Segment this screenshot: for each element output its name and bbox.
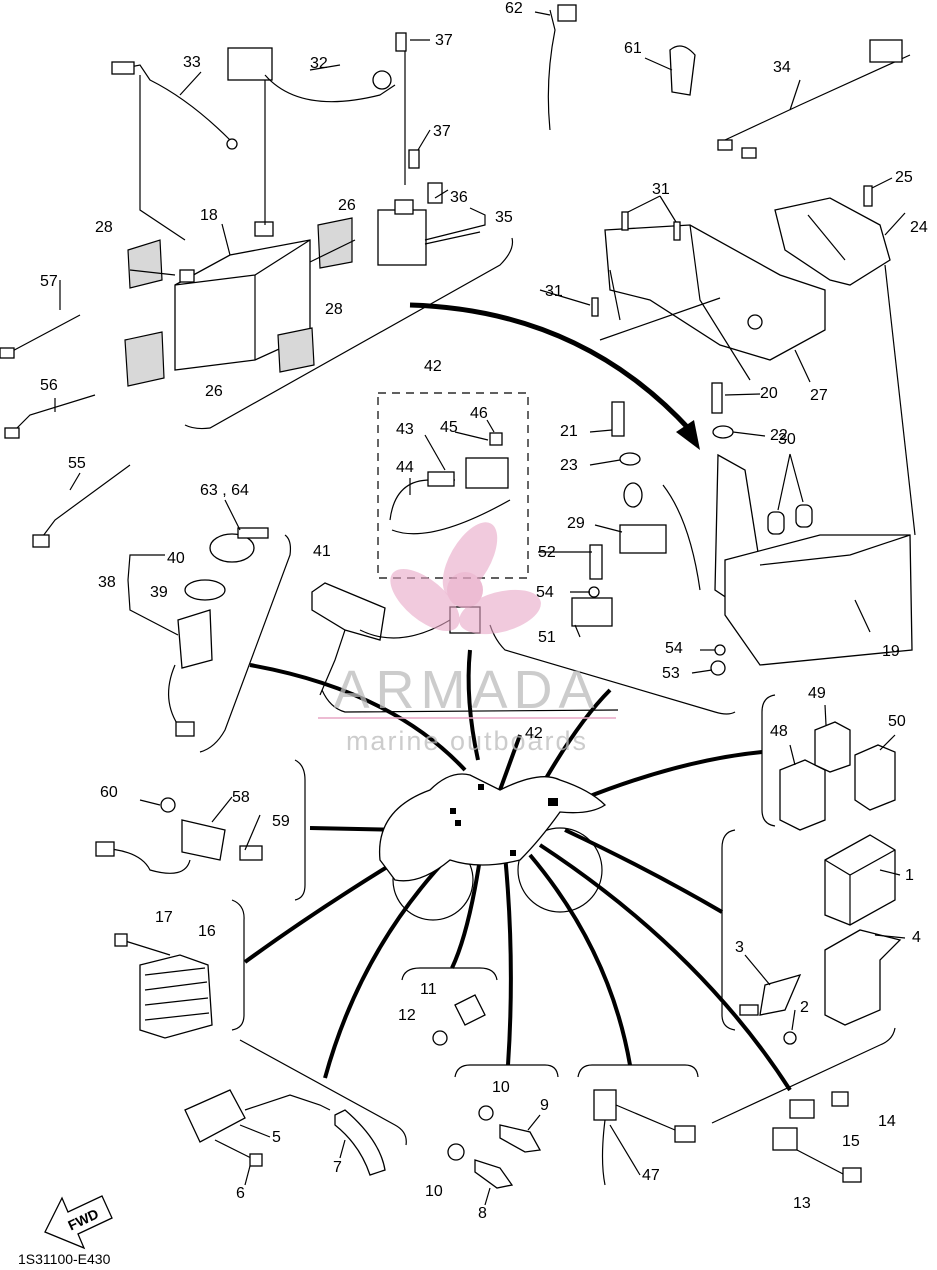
callout-16: 16 xyxy=(198,923,216,940)
callout-55: 55 xyxy=(68,455,86,472)
callout-4: 4 xyxy=(912,929,921,946)
callout-6: 6 xyxy=(236,1185,245,1202)
callout-48: 48 xyxy=(770,723,788,740)
battery-group xyxy=(111,32,486,387)
callout-26-top: 26 xyxy=(338,197,356,214)
callout-56: 56 xyxy=(40,377,58,394)
sensor-58-group xyxy=(95,797,263,874)
watermark-brand: ARMADA xyxy=(333,660,600,720)
callout-30: 30 xyxy=(778,431,796,448)
callout-62: 62 xyxy=(505,0,523,17)
callout-53: 53 xyxy=(662,665,680,682)
callout-10-top: 10 xyxy=(492,1079,510,1096)
callout-34: 34 xyxy=(773,59,791,76)
callout-42-box: 42 xyxy=(424,358,442,375)
callout-labels: 1 2 3 4 5 6 7 8 9 10 10 11 12 13 14 15 1… xyxy=(18,0,928,1267)
ecu-group xyxy=(739,834,902,1045)
callout-37-top: 37 xyxy=(435,32,453,49)
callout-54-left: 54 xyxy=(536,584,554,601)
callout-8: 8 xyxy=(478,1205,487,1222)
callout-28-right: 28 xyxy=(325,301,343,318)
callout-14: 14 xyxy=(878,1113,896,1130)
callout-59: 59 xyxy=(272,813,290,830)
callout-44: 44 xyxy=(396,459,414,476)
callout-2: 2 xyxy=(800,999,809,1016)
callout-60: 60 xyxy=(100,784,118,801)
cable-ties xyxy=(0,314,131,548)
callout-63-64: 63 , 64 xyxy=(200,482,249,499)
callout-23: 23 xyxy=(560,457,578,474)
callout-29: 29 xyxy=(567,515,585,532)
callout-46: 46 xyxy=(470,405,488,422)
callout-38: 38 xyxy=(98,574,116,591)
callout-57: 57 xyxy=(40,273,58,290)
callout-27: 27 xyxy=(810,387,828,404)
callout-58: 58 xyxy=(232,789,250,806)
callout-1: 1 xyxy=(905,867,914,884)
group-brackets xyxy=(184,237,896,1146)
callout-49: 49 xyxy=(808,685,826,702)
connector-lines xyxy=(243,302,792,1092)
callout-20: 20 xyxy=(760,385,778,402)
callout-37-mid: 37 xyxy=(433,123,451,140)
callout-42-hub: 42 xyxy=(525,725,543,742)
sensor-group-bottom xyxy=(432,994,862,1189)
callout-54-right: 54 xyxy=(665,640,683,657)
brand-watermark: ARMADA marine outboards xyxy=(318,522,616,756)
callout-36: 36 xyxy=(450,189,468,206)
ignition-coil-group xyxy=(184,1089,386,1176)
callout-15: 15 xyxy=(842,1133,860,1150)
callout-21: 21 xyxy=(560,423,578,440)
callout-61: 61 xyxy=(624,40,642,57)
regulator-16-group xyxy=(114,933,213,1039)
callout-39: 39 xyxy=(150,584,168,601)
callout-10-bottom: 10 xyxy=(425,1183,443,1200)
callout-7: 7 xyxy=(333,1159,342,1176)
callout-25: 25 xyxy=(895,169,913,186)
callout-31-left: 31 xyxy=(545,283,563,300)
diagram-code: 1S31100-E430 xyxy=(18,1251,111,1267)
fwd-arrow xyxy=(44,1195,113,1250)
frame-group xyxy=(547,4,916,676)
motorcycle-silhouette xyxy=(378,773,607,921)
callout-9: 9 xyxy=(540,1097,549,1114)
callout-3: 3 xyxy=(735,939,744,956)
watermark-tagline: marine outboards xyxy=(346,726,588,756)
callout-31-top: 31 xyxy=(652,181,670,198)
callout-22: 22 xyxy=(770,427,788,444)
callout-19: 19 xyxy=(882,643,900,660)
callout-5: 5 xyxy=(272,1129,281,1146)
callout-24: 24 xyxy=(910,219,928,236)
leader-lines xyxy=(54,11,906,1206)
callout-50: 50 xyxy=(888,713,906,730)
callout-40: 40 xyxy=(167,550,185,567)
callout-51: 51 xyxy=(538,629,556,646)
propeller-logo xyxy=(390,522,541,635)
callout-18: 18 xyxy=(200,207,218,224)
callout-43: 43 xyxy=(396,421,414,438)
part-42-group xyxy=(377,392,529,579)
callout-11: 11 xyxy=(420,981,437,998)
callout-17: 17 xyxy=(155,909,173,926)
callout-26-bottom: 26 xyxy=(205,383,223,400)
callout-33: 33 xyxy=(183,54,201,71)
callout-28-left: 28 xyxy=(95,219,113,236)
callout-12: 12 xyxy=(398,1007,416,1024)
callout-47: 47 xyxy=(642,1167,660,1184)
callout-45: 45 xyxy=(440,419,458,436)
callout-35: 35 xyxy=(495,209,513,226)
callout-41: 41 xyxy=(313,543,331,560)
callout-13: 13 xyxy=(793,1195,811,1212)
relay-group xyxy=(779,721,896,831)
